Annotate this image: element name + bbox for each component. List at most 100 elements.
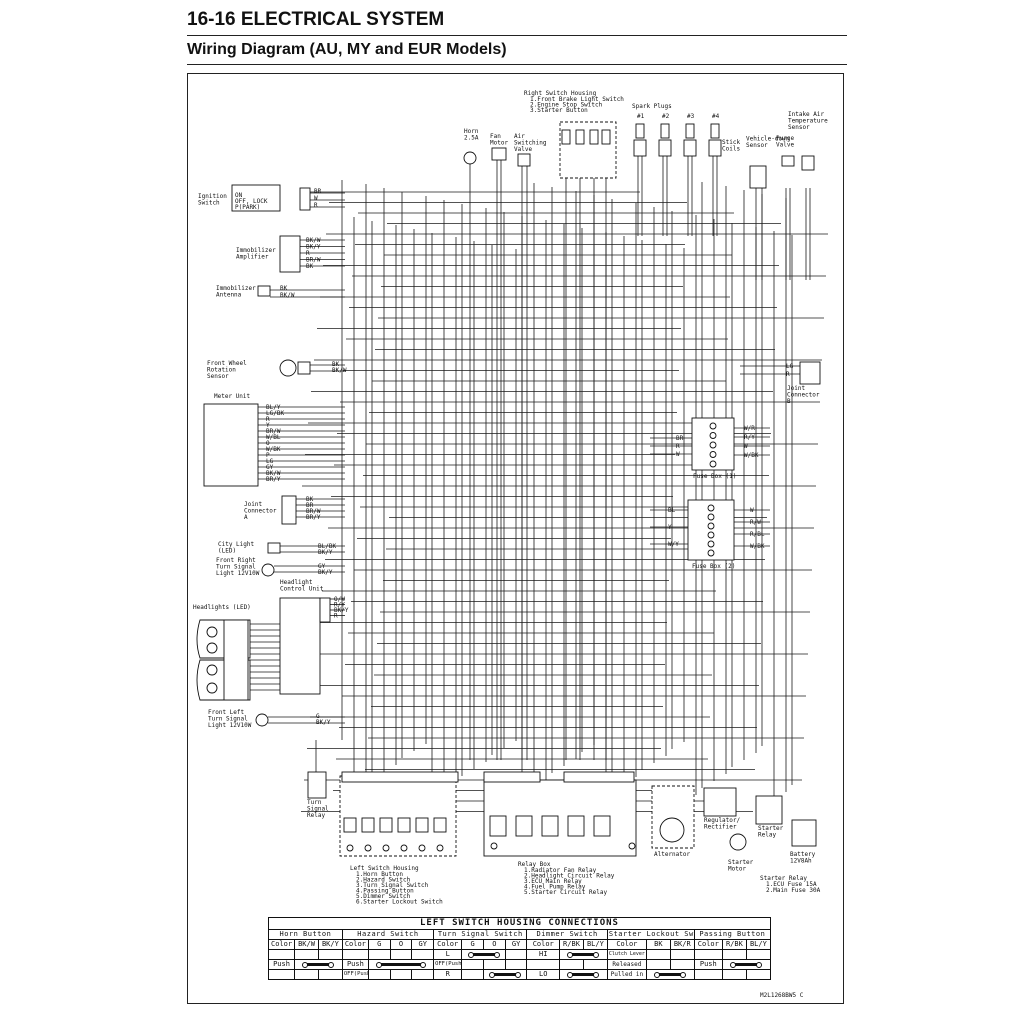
relay-element: [489, 815, 507, 837]
color-cell: R/BK: [721, 939, 747, 950]
fan-motor-label: Motor: [490, 140, 508, 147]
wire-color-label: BR: [676, 435, 684, 442]
plug-number: #4: [712, 113, 720, 120]
purge-valve-label: Valve: [776, 142, 794, 149]
intake-air-temp-label: Intake Air: [788, 111, 825, 118]
wire-color-label: W: [676, 451, 680, 458]
wire-color-label: BK/Y: [316, 719, 331, 726]
connector-block: [341, 771, 459, 783]
left-switch-item: 1.Horn Button: [356, 871, 403, 878]
color-label: Color: [433, 939, 463, 950]
spark-plugs-label: Spark Plugs: [632, 103, 672, 110]
wire-color-label: G: [316, 713, 320, 720]
plug-number: #1: [637, 113, 645, 120]
color-cell: G: [367, 939, 391, 950]
wire-color-label: LG: [786, 363, 794, 370]
wire-color-label: BL: [668, 507, 676, 514]
connection-bar: [302, 961, 335, 968]
switch-element: [561, 129, 571, 145]
joint-connector-a-label: A: [244, 514, 248, 521]
left-switch-item: 2.Hazard Switch: [356, 877, 411, 884]
wire-color-label: BR/Y: [306, 514, 321, 521]
left-switch-item: 4.Passing Button: [356, 888, 414, 895]
air-switching-valve-label: Switching: [514, 140, 547, 147]
air-switching-valve-label: Air: [514, 133, 525, 140]
relay-terminal: [628, 842, 636, 850]
color-cell: R/BK: [559, 939, 584, 950]
front-left-turn-light: [255, 713, 269, 727]
headlight-control-label: Headlight: [280, 579, 313, 586]
connection-bar: [567, 971, 600, 978]
spark-plug: [685, 123, 695, 139]
starter-relay-box: [755, 795, 783, 825]
relay-box-item: 1.Radiator Fan Relay: [524, 867, 597, 874]
switch-terminal: [400, 844, 408, 852]
wire-color-label: W/BK: [750, 543, 765, 550]
fuse-box-1-label: Fuse Box (1): [693, 473, 736, 480]
fuse-slot: [709, 451, 717, 458]
wire-color-label: BR/Y: [266, 476, 281, 483]
color-cell: BK/R: [669, 939, 695, 950]
intake-air-temp-box: [801, 155, 815, 171]
connector-block: [483, 771, 541, 783]
starter-relay-item: 1.ECU Fuse 15A: [766, 881, 817, 888]
connector: [299, 187, 311, 211]
immobilizer-amplifier-label: Amplifier: [236, 254, 269, 261]
right-switch-item: 3.Starter Button: [530, 107, 588, 114]
figure-code: M2L1268BW5 C: [760, 992, 804, 999]
horn-label: 2.5A: [464, 135, 479, 142]
wire-color-label: LG: [266, 458, 274, 465]
switch-element: [433, 817, 447, 833]
left-switch-item: 5.Dimmer Switch: [356, 893, 411, 900]
switch-terminal: [418, 844, 426, 852]
wire-color-label: BR: [314, 188, 322, 195]
fuse-slot: [709, 432, 717, 439]
fuse-slot: [707, 531, 715, 539]
intake-air-temp-label: Sensor: [788, 124, 810, 131]
front-wheel-sensor: [279, 359, 297, 377]
switch-element: [589, 129, 599, 145]
lockout-row2: Released: [606, 959, 647, 970]
spark-plug: [635, 123, 645, 139]
color-label: Color: [606, 939, 647, 950]
purge-valve-box: [781, 155, 795, 167]
regulator-label: Rectifier: [704, 824, 737, 831]
wire-color-label: R: [314, 202, 318, 209]
turn-signal-relay-label: Signal: [307, 806, 329, 813]
group-dimmer: Dimmer Switch: [526, 929, 608, 940]
stick-coils-label: Stick: [722, 139, 740, 146]
color-cell: G: [461, 939, 485, 950]
front-right-turn-label: Light 12V10W: [216, 570, 260, 577]
spark-plug: [660, 123, 670, 139]
battery-box: [791, 819, 817, 847]
starter-motor-label: Starter: [728, 859, 754, 866]
starter-relay-label: Starter: [758, 825, 784, 832]
vehicle-down-sensor-box: [749, 165, 767, 189]
joint-connector-b-label: B: [787, 398, 791, 405]
color-cell: O: [483, 939, 506, 950]
meter-unit-label: Meter Unit: [214, 393, 251, 400]
color-label: Color: [526, 939, 561, 950]
turn-signal-relay-label: Relay: [307, 812, 325, 819]
wire-color-label: W: [744, 443, 748, 450]
wire-color-label: BK/Y: [318, 549, 333, 556]
wire-color-label: W/R: [744, 425, 755, 432]
led-bulb: [206, 626, 218, 638]
dimmer-row1: HI: [526, 949, 561, 960]
wire-color-label: BL/BK: [318, 543, 336, 550]
wire-color-label: R/W: [750, 519, 761, 526]
relay-box-item: 4.Fuel Pump Relay: [524, 884, 586, 891]
left-switch-housing-table: LEFT SWITCH HOUSING CONNECTIONS Horn But…: [267, 917, 772, 980]
vehicle-down-sensor-label: Sensor: [746, 142, 768, 149]
relay-box-item: 2.Headlight Circuit Relay: [524, 873, 615, 880]
group-horn: Horn Button: [268, 929, 343, 940]
section-title: 16-16 ELECTRICAL SYSTEM: [187, 9, 445, 30]
starter-relay-label: Relay: [758, 832, 776, 839]
city-light-box: [267, 542, 281, 554]
wire-color-label: W/BK: [266, 446, 281, 453]
wire-color-label: Y: [266, 422, 270, 429]
dimmer-row3: LO: [526, 969, 561, 980]
stick-coil: [658, 139, 672, 157]
front-left-turn-label: Turn Signal: [208, 716, 248, 723]
